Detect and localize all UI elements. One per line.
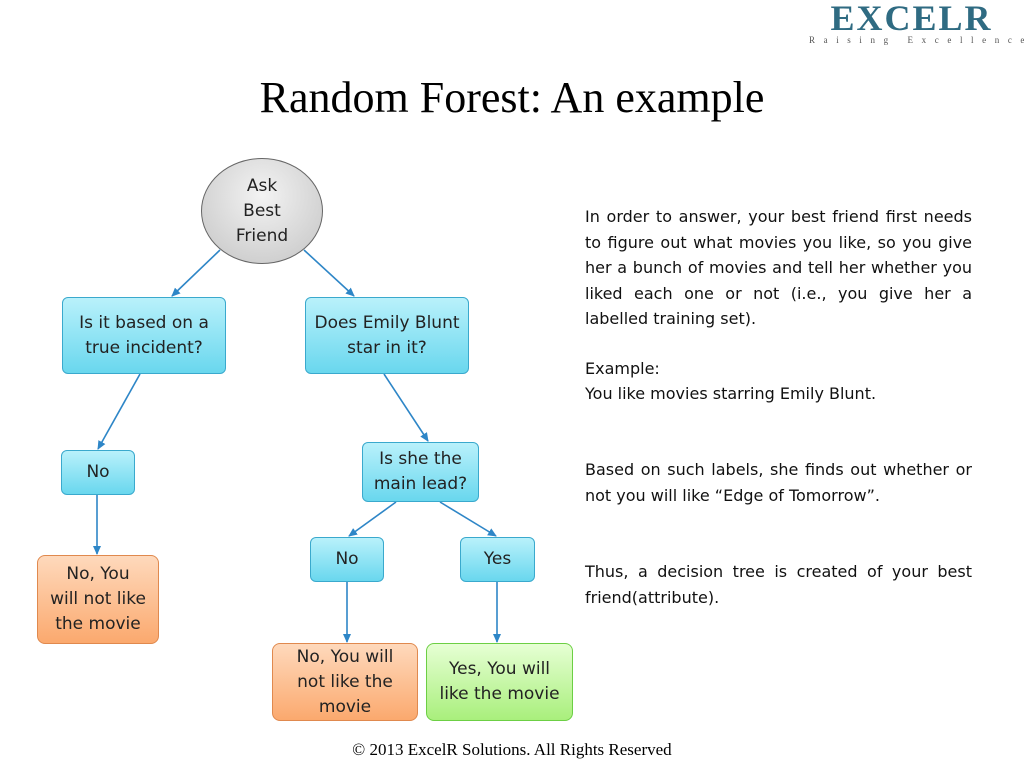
edge-root-to-left	[171, 249, 221, 297]
edge-root-to-right	[303, 249, 355, 297]
edge-lead-to-yes	[439, 501, 497, 537]
edge-lead-to-no	[348, 501, 397, 537]
answer-no-lead: No	[310, 537, 384, 582]
question-main-lead: Is she the main lead?	[362, 442, 479, 502]
logo-tagline: Raising Excellence	[809, 35, 1024, 45]
answer-no-left: No	[61, 450, 135, 495]
root-node: Ask Best Friend	[201, 158, 323, 264]
explanation-paragraph-3: Thus, a decision tree is created of your…	[585, 562, 972, 607]
slide-title: Random Forest: An example	[259, 73, 765, 122]
edge-right-to-lead	[383, 373, 429, 442]
outcome-like-movie: Yes, You will like the movie	[426, 643, 573, 721]
explanation-paragraph-2: Based on such labels, she finds out whet…	[585, 460, 972, 505]
outcome-not-like-left: No, You will not like the movie	[37, 555, 159, 644]
copyright-footer: © 2013 ExcelR Solutions. All Rights Rese…	[352, 740, 672, 759]
edge-left-to-no	[97, 373, 141, 450]
company-logo: EXCELR Raising Excellence	[809, 0, 1024, 45]
example-label: Example:	[585, 359, 660, 378]
outcome-not-like-lead: No, You will not like the movie	[272, 643, 418, 721]
explanation-paragraph-1: In order to answer, your best friend fir…	[585, 207, 972, 328]
question-true-incident: Is it based on a true incident?	[62, 297, 226, 374]
example-text: You like movies starring Emily Blunt.	[585, 384, 877, 403]
answer-yes-lead: Yes	[460, 537, 535, 582]
logo-wordmark: EXCELR	[830, 0, 993, 38]
question-emily-blunt: Does Emily Blunt star in it?	[305, 297, 469, 374]
